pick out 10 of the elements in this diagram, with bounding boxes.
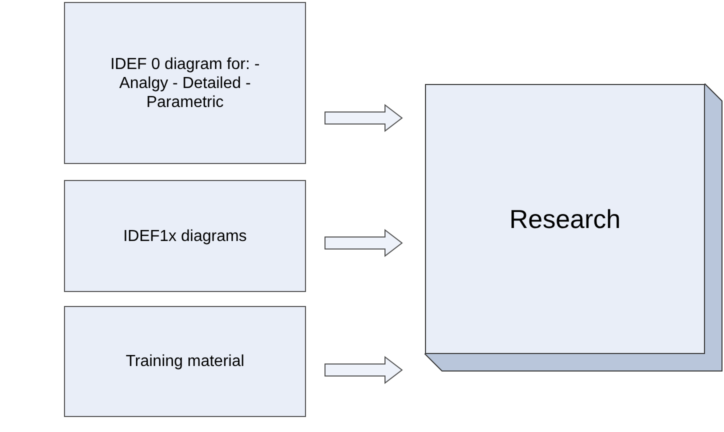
box-label: IDEF 0 diagram for: - Analgy - Detailed - Parametric: [109, 54, 261, 112]
box-label: Training material: [124, 352, 246, 372]
input-box: [64, 2, 306, 164]
block-arrow: [324, 356, 403, 384]
input-box: [64, 180, 306, 292]
block-arrow: [324, 228, 403, 258]
box-label: IDEF1x diagrams: [122, 226, 248, 246]
input-box: [64, 306, 306, 417]
box-label: Research: [508, 202, 622, 236]
block-arrow: [324, 104, 403, 132]
